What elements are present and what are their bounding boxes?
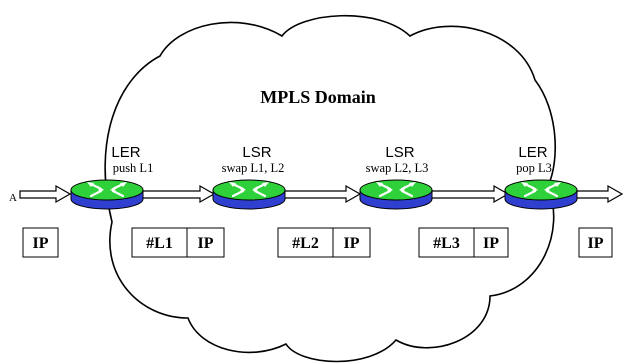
packet-cell: #L2 (292, 235, 319, 252)
router-action: pop L3 (516, 161, 552, 175)
router-ler-egress (503, 178, 579, 211)
router-lsr-2 (358, 178, 434, 211)
router-action: swap L2, L3 (366, 161, 429, 175)
router-lsr-1 (211, 178, 287, 211)
packet-l1: #L1 IP (131, 227, 225, 258)
router-action: swap L1, L2 (222, 161, 285, 175)
router-role: LER (111, 144, 140, 161)
source-label: A (9, 192, 17, 204)
packet-cell: IP (344, 235, 360, 252)
packet-l3: #L3 IP (418, 227, 509, 258)
router-ler-ingress (69, 178, 145, 211)
router-role: LER (518, 144, 547, 161)
packet-cell: #L3 (433, 235, 460, 252)
packet-cell: #L1 (146, 235, 173, 252)
packet-egress: IP (578, 227, 613, 258)
packet-cell: IP (33, 235, 49, 252)
router-action: push L1 (113, 161, 154, 175)
router-role: LSR (242, 144, 271, 161)
packet-cell: IP (198, 235, 214, 252)
mpls-cloud (104, 14, 557, 363)
domain-title: MPLS Domain (260, 87, 376, 107)
packet-l2: #L2 IP (277, 227, 371, 258)
ingress-arrow (19, 184, 72, 204)
router-role: LSR (385, 144, 414, 161)
packet-cell: IP (483, 235, 499, 252)
packet-ingress: IP (22, 227, 59, 258)
packet-cell: IP (588, 235, 604, 252)
